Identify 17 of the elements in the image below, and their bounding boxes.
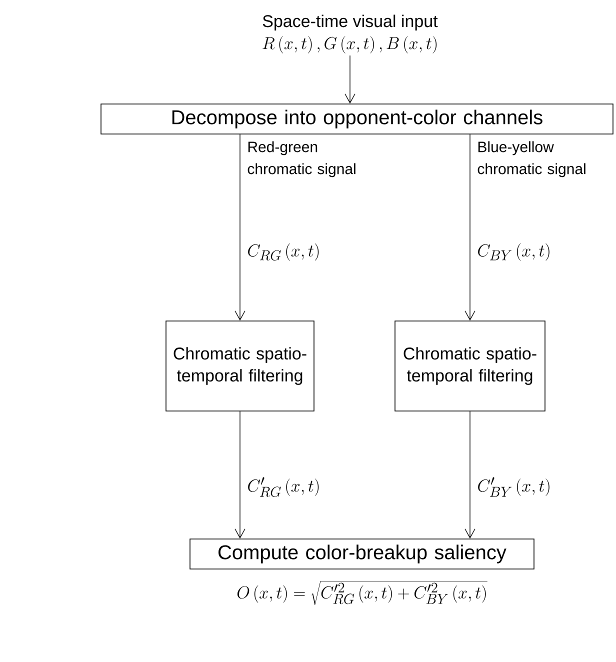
arrow <box>344 55 356 104</box>
process-box: Compute color-breakup saliency <box>190 538 534 570</box>
process-box: Chromatic spatio-temporal filtering <box>166 320 314 412</box>
process-box: Chromatic spatio-temporal filtering <box>394 320 546 412</box>
edge-label: Red-green chromatic signal <box>248 141 356 178</box>
arrow <box>464 411 476 539</box>
arrow <box>234 411 246 539</box>
formula: $C_{RG}\left(x,t\right)$ <box>248 243 319 261</box>
input-text: Space-time visual input $R\left(x,t\right),G\left(x,t\right),B\left(x,t\right)$ <box>262 14 438 54</box>
arrow <box>234 134 246 321</box>
formula: $C_{BY}\left(x,t\right)$ <box>478 243 550 261</box>
formula: $O\left(x,t\right)=\sqrt{C'^{2}_{RG}\left(x,t\right)+C'^{2}_{BY}\left(x,t\right)}$ <box>237 581 488 606</box>
process-box: Decompose into opponent-color channels <box>100 104 614 134</box>
arrow <box>464 134 476 321</box>
formula: $C'_{RG}\left(x,t\right)$ <box>248 477 319 498</box>
formula: $C'_{BY}\left(x,t\right)$ <box>478 477 550 497</box>
edge-label: Blue-yellow chromatic signal <box>478 141 586 178</box>
